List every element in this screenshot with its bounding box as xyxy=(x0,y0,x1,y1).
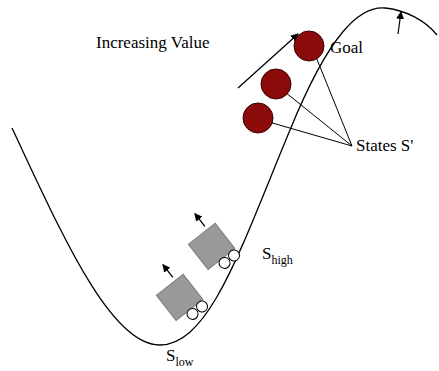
states-label: States S' xyxy=(356,136,413,156)
cart-low xyxy=(144,258,210,328)
goal-label: Goal xyxy=(330,38,363,58)
state-circle xyxy=(294,31,324,61)
state-circle xyxy=(243,103,273,133)
leader-line xyxy=(280,88,352,146)
leader-line xyxy=(312,47,352,146)
state-label: Slow xyxy=(166,346,193,369)
axis-label: Increasing Value xyxy=(96,33,209,53)
leader-line xyxy=(262,120,352,146)
cart-high xyxy=(176,207,242,277)
goal-arrow xyxy=(398,12,401,34)
hill-curve xyxy=(12,8,437,345)
state-circle xyxy=(261,69,291,99)
state-label: Shigh xyxy=(262,244,293,267)
